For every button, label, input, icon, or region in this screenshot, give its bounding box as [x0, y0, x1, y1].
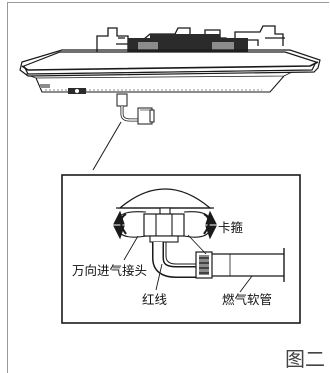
figure-frame: [7, 2, 329, 373]
label-red-line: 红线: [142, 292, 168, 307]
cooktop-body: [35, 75, 285, 93]
cooktop-rim: [19, 49, 321, 77]
label-universal-inlet: 万向进气接头: [72, 263, 148, 278]
figure-caption: 图二: [285, 347, 325, 371]
elbow-pipe: [152, 242, 196, 278]
label-gas-hose: 燃气软管: [222, 292, 273, 307]
red-line-mark: [165, 242, 196, 265]
dome-cap: [118, 188, 212, 209]
detail-illustration: [113, 188, 285, 293]
gas-hose: [212, 248, 285, 282]
label-clamp: 卡箍: [218, 220, 244, 235]
gas-inlet-small: [116, 93, 155, 125]
hex-nut: [143, 213, 185, 243]
cooktop-illustration: [19, 25, 321, 171]
hose-clamp: [195, 251, 213, 279]
detail-leader-line: [92, 121, 122, 171]
rotation-arrows-icon: [113, 210, 217, 240]
